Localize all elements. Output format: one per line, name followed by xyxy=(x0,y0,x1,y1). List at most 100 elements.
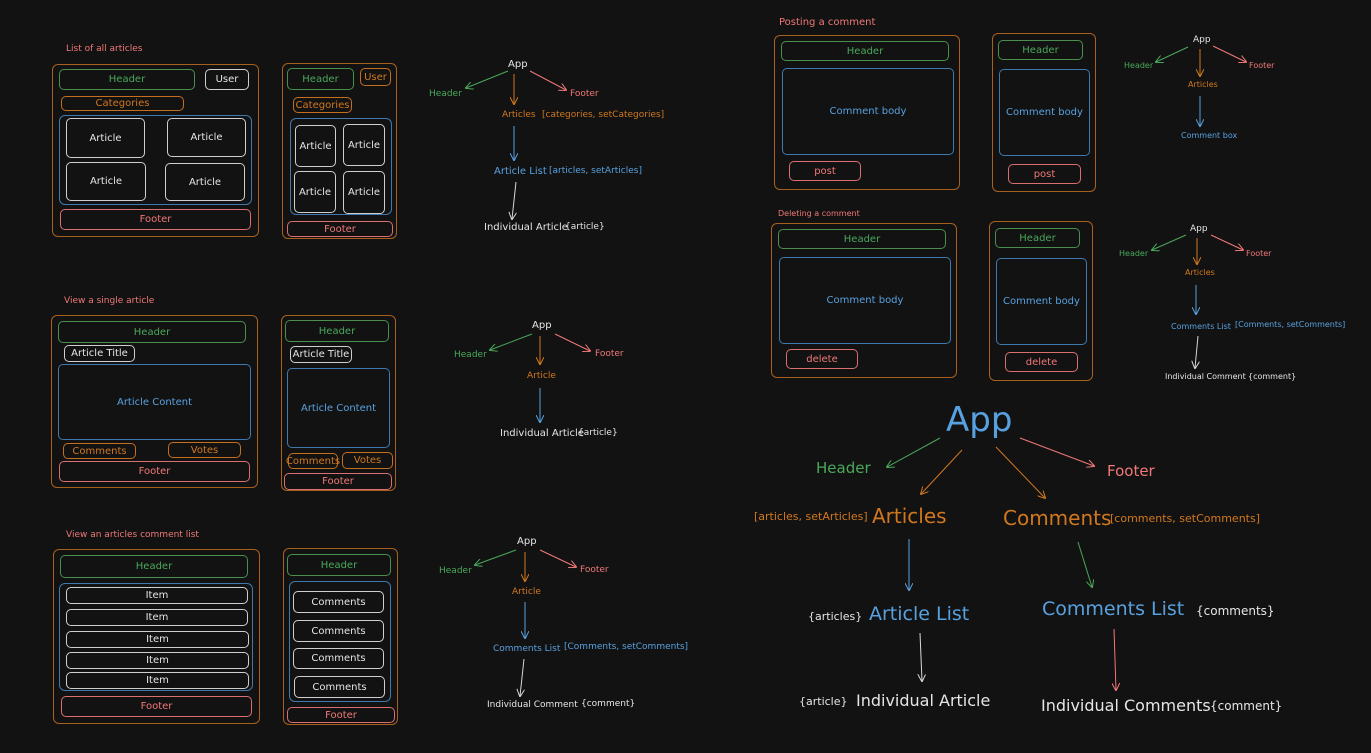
tree3-comments-list: Comments List xyxy=(493,644,561,654)
comment-row: Comments xyxy=(294,676,385,698)
comment-row: Comments xyxy=(293,648,384,669)
tree1-articles-state: [categories, setCategories] xyxy=(542,110,665,120)
comment-body-box: Comment body xyxy=(996,258,1087,345)
main-comment-prop: {comment} xyxy=(1210,699,1283,713)
article-card: Article xyxy=(167,118,246,157)
delete-button[interactable]: delete xyxy=(786,349,858,369)
main-individual-article: Individual Article xyxy=(856,691,991,710)
footer-box: Footer xyxy=(287,221,393,237)
tree1-article-list: Article List xyxy=(494,166,547,177)
tree4-articles: Articles xyxy=(1188,80,1218,89)
article-card: Article xyxy=(295,125,336,167)
tree2-app: App xyxy=(532,320,552,331)
tree4-header: Header xyxy=(1124,61,1154,70)
comments-box: Comments xyxy=(286,453,340,469)
item-row: Item xyxy=(66,609,248,626)
delete-button[interactable]: delete xyxy=(1005,352,1078,372)
main-comments: Comments xyxy=(1003,506,1112,530)
item-row: Item xyxy=(66,631,249,648)
tree1-header: Header xyxy=(429,89,462,99)
tree4-footer: Footer xyxy=(1249,61,1275,70)
tree5-individual-prop: {comment} xyxy=(1248,372,1297,381)
comments-list-box xyxy=(289,581,391,702)
header-box: Header xyxy=(995,228,1080,248)
header-box: Header xyxy=(287,68,354,90)
post-button[interactable]: post xyxy=(1008,164,1081,184)
tree3-comments-state: [Comments, setComments] xyxy=(564,642,689,652)
tree5-app: App xyxy=(1190,224,1208,234)
wireframe-mobile-article xyxy=(281,315,396,491)
tree5-comments-state: [Comments, setComments] xyxy=(1235,320,1346,329)
categories-box: Categories xyxy=(61,96,184,111)
tree3-app: App xyxy=(517,536,537,547)
footer-box: Footer xyxy=(284,473,392,490)
wireframe-desktop-delete xyxy=(771,223,957,378)
tree1-article-list-state: [articles, setArticles] xyxy=(549,166,642,176)
votes-box: Votes xyxy=(168,442,241,458)
post-button[interactable]: post xyxy=(789,161,861,181)
main-footer: Footer xyxy=(1107,462,1155,480)
wireframe-desktop-list xyxy=(52,64,259,237)
comments-box: Comments xyxy=(63,443,136,459)
tree3-individual: Individual Comment xyxy=(487,700,578,710)
user-box: User xyxy=(205,69,249,90)
item-row: Item xyxy=(66,652,249,669)
tree3-article: Article xyxy=(512,587,541,597)
article-card: Article xyxy=(165,163,245,201)
footer-box: Footer xyxy=(59,461,250,482)
main-header: Header xyxy=(816,459,871,477)
wireframe-mobile-post xyxy=(992,33,1096,192)
comment-body-box: Comment body xyxy=(779,257,951,344)
section-title-post-comment: Posting a comment xyxy=(779,17,876,28)
tree2-individual: Individual Article xyxy=(500,428,584,439)
tree3-header: Header xyxy=(439,566,472,576)
article-title-box: Article Title xyxy=(64,345,135,362)
main-app: App xyxy=(946,400,1013,440)
main-articles: Articles xyxy=(872,504,947,528)
footer-box: Footer xyxy=(287,707,395,723)
header-box: Header xyxy=(58,321,246,343)
main-comments-prop: {comments} xyxy=(1196,604,1275,618)
main-article-list: Article List xyxy=(869,603,970,625)
article-card: Article xyxy=(66,118,145,158)
wireframe-mobile-delete xyxy=(989,221,1093,381)
article-content-box: Article Content xyxy=(287,368,390,448)
tree2-header: Header xyxy=(454,350,487,360)
comment-body-box: Comment body xyxy=(999,69,1090,156)
main-articles-state: [articles, setArticles] xyxy=(754,510,868,523)
comments-list-box xyxy=(59,583,253,691)
article-list-box xyxy=(290,118,392,215)
section-title-comment-list: View an articles comment list xyxy=(66,530,199,540)
header-box: Header xyxy=(781,41,949,61)
header-box: Header xyxy=(287,554,391,576)
section-title-delete-comment: Deleting a comment xyxy=(778,209,860,218)
tree5-comments-list: Comments List xyxy=(1171,322,1231,331)
section-title-single-article: View a single article xyxy=(64,296,155,306)
tree2-article: Article xyxy=(527,371,556,381)
article-card: Article xyxy=(66,162,146,201)
tree1-footer: Footer xyxy=(570,89,599,99)
header-box: Header xyxy=(59,69,195,90)
tree2-footer: Footer xyxy=(595,349,624,359)
tree1-app: App xyxy=(508,59,528,70)
tree5-footer: Footer xyxy=(1246,249,1272,258)
tree4-app: App xyxy=(1193,35,1211,45)
wireframe-desktop-comments xyxy=(53,549,260,724)
footer-box: Footer xyxy=(61,696,252,717)
article-title-box: Article Title xyxy=(290,346,352,363)
tree5-individual: Individual Comment xyxy=(1165,372,1246,381)
article-content-box: Article Content xyxy=(58,364,251,440)
footer-box: Footer xyxy=(60,209,251,230)
comment-row: Comments xyxy=(293,620,384,642)
tree2-individual-prop: {article} xyxy=(578,428,618,438)
article-card: Article xyxy=(294,171,336,213)
wireframe-desktop-post xyxy=(774,35,960,190)
comment-body-box: Comment body xyxy=(782,68,954,155)
tree1-articles: Articles xyxy=(502,110,536,120)
tree3-individual-prop: {comment} xyxy=(581,699,636,709)
article-card: Article xyxy=(343,124,385,166)
categories-box: Categories xyxy=(293,97,352,113)
item-row: Item xyxy=(66,672,249,689)
comment-row: Comments xyxy=(293,591,384,613)
